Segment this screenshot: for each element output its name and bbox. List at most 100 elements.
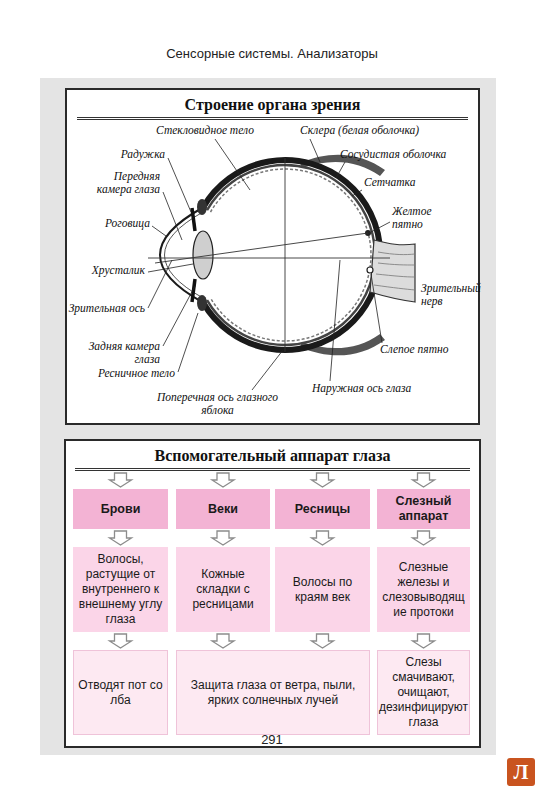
category-header: Веки	[176, 489, 270, 529]
page-header: Сенсорные системы. Анализаторы	[0, 46, 544, 61]
leader-line	[148, 260, 172, 308]
leader-lines	[148, 139, 390, 390]
block-arrow	[312, 531, 334, 545]
category-header-text: Слезный аппарат	[381, 494, 466, 524]
description-box: Волосы, растущие от внутреннего к внешне…	[73, 547, 168, 632]
title-band-text: Вспомогательный аппарат глаза	[75, 447, 470, 471]
leader-line	[148, 264, 193, 272]
text-wrap: Волосы по краям век	[278, 575, 367, 605]
leader-line	[178, 313, 198, 372]
description-box-text: Кожные складки с ресницами	[179, 567, 267, 612]
leader-line	[310, 139, 320, 162]
leader-line	[371, 274, 382, 343]
axis-label: Наружная ось глаза	[312, 382, 442, 395]
text-wrap: Брови	[101, 502, 141, 517]
leader-line	[152, 226, 166, 236]
description-box: Слезные железы и слезовыводящие протоки	[377, 547, 470, 632]
part-label: Зрительная ось	[68, 302, 145, 315]
leader-line	[352, 190, 362, 196]
description-box: Кожные складки с ресницами	[176, 547, 270, 632]
block-arrow	[212, 634, 234, 648]
block-arrow	[212, 531, 234, 545]
part-label: Радужка	[95, 148, 165, 161]
leader-line	[168, 158, 191, 212]
text-wrap: Кожные складки с ресницами	[179, 567, 267, 612]
iris	[192, 208, 195, 231]
ciliary-body	[197, 295, 207, 311]
function-box-text: Отводят пот со лба	[78, 678, 163, 708]
leader-line	[163, 192, 182, 240]
part-label: Сосудистая оболочка	[340, 148, 465, 161]
text-wrap: Защита глаза от ветра, пыли, ярких солне…	[181, 678, 365, 708]
structure-panel: Строение органа зрения	[65, 88, 480, 425]
category-header: Брови	[73, 489, 168, 529]
description-box: Волосы по краям век	[275, 547, 370, 632]
function-box-text: Защита глаза от ветра, пыли, ярких солне…	[181, 678, 365, 708]
part-label: Роговица	[80, 217, 150, 230]
part-label: Сетчатка	[364, 176, 434, 189]
leader-line	[371, 222, 390, 232]
part-label: Задняя камера глаза	[72, 340, 160, 366]
outer-axis	[148, 258, 390, 259]
retina	[211, 169, 371, 341]
text-wrap: Веки	[208, 502, 238, 517]
page-panel	[40, 78, 496, 755]
part-label: Зрительный нерв	[421, 282, 478, 308]
description-box-text: Слезные железы и слезовыводящие протоки	[380, 560, 467, 620]
category-header-text: Ресницы	[295, 502, 350, 517]
category-header: Ресницы	[275, 489, 370, 529]
leader-line	[336, 162, 345, 178]
part-label: Ресничное тело	[80, 367, 175, 380]
panel-ground	[65, 88, 480, 425]
ciliary-body	[197, 199, 207, 215]
part-label: Хрусталик	[70, 264, 145, 277]
text-wrap: Слезные железы и слезовыводящие протоки	[380, 560, 467, 620]
structure-panel-text: Строение органа зрения	[77, 96, 468, 120]
function-box-text: Слезы смачивают, очищают, дезинфицируют …	[379, 655, 468, 730]
eye-illustration	[148, 155, 415, 356]
text-wrap: Слезный аппарат	[381, 494, 466, 524]
block-arrow	[110, 634, 132, 648]
block-arrow	[110, 473, 132, 487]
description-box-text: Волосы, растущие от внутреннего к внешне…	[76, 552, 165, 627]
transverse-axis	[285, 158, 286, 352]
part-label: Слепое пятно	[380, 343, 470, 356]
part-label: Склера (белая оболочка)	[300, 124, 450, 137]
function-box: Отводят пот со лба	[73, 650, 168, 735]
page-number: 291	[232, 733, 312, 748]
description-box-text: Волосы по краям век	[278, 575, 367, 605]
category-header: Слезный аппарат	[377, 489, 470, 529]
function-box: Защита глаза от ветра, пыли, ярких солне…	[176, 650, 370, 735]
optic-nerve	[370, 240, 415, 302]
part-label: Желтое пятно	[392, 205, 447, 231]
part-label: Передняя камера глаза	[82, 170, 160, 196]
text-wrap: Отводят пот со лба	[78, 678, 163, 708]
title-band: Вспомогательный аппарат глаза	[75, 447, 470, 471]
block-arrow	[312, 473, 334, 487]
leader-line	[252, 350, 283, 390]
block-arrow	[110, 531, 132, 545]
block-arrow	[413, 473, 435, 487]
axis-label: Поперечная ось глазного яблока	[155, 391, 280, 417]
text-wrap: Волосы, растущие от внутреннего к внешне…	[76, 552, 165, 627]
text-wrap: Ресницы	[295, 502, 350, 517]
panel-frame	[65, 440, 480, 747]
block-arrow	[413, 531, 435, 545]
sclera	[203, 160, 380, 350]
category-header-text: Брови	[101, 502, 141, 517]
block-arrow	[413, 634, 435, 648]
text-wrap: Слезы смачивают, очищают, дезинфицируют …	[379, 655, 468, 730]
visual-axis	[155, 233, 368, 263]
category-header-text: Веки	[208, 502, 238, 517]
leader-line	[330, 260, 340, 381]
blind-spot	[367, 267, 373, 273]
function-box: Слезы смачивают, очищают, дезинфицируют …	[377, 650, 470, 735]
choroid	[207, 165, 375, 345]
publisher-logo: Л	[507, 758, 535, 786]
block-arrow	[212, 473, 234, 487]
part-label: Стекловидное тело	[145, 124, 265, 137]
leader-line	[215, 139, 250, 190]
